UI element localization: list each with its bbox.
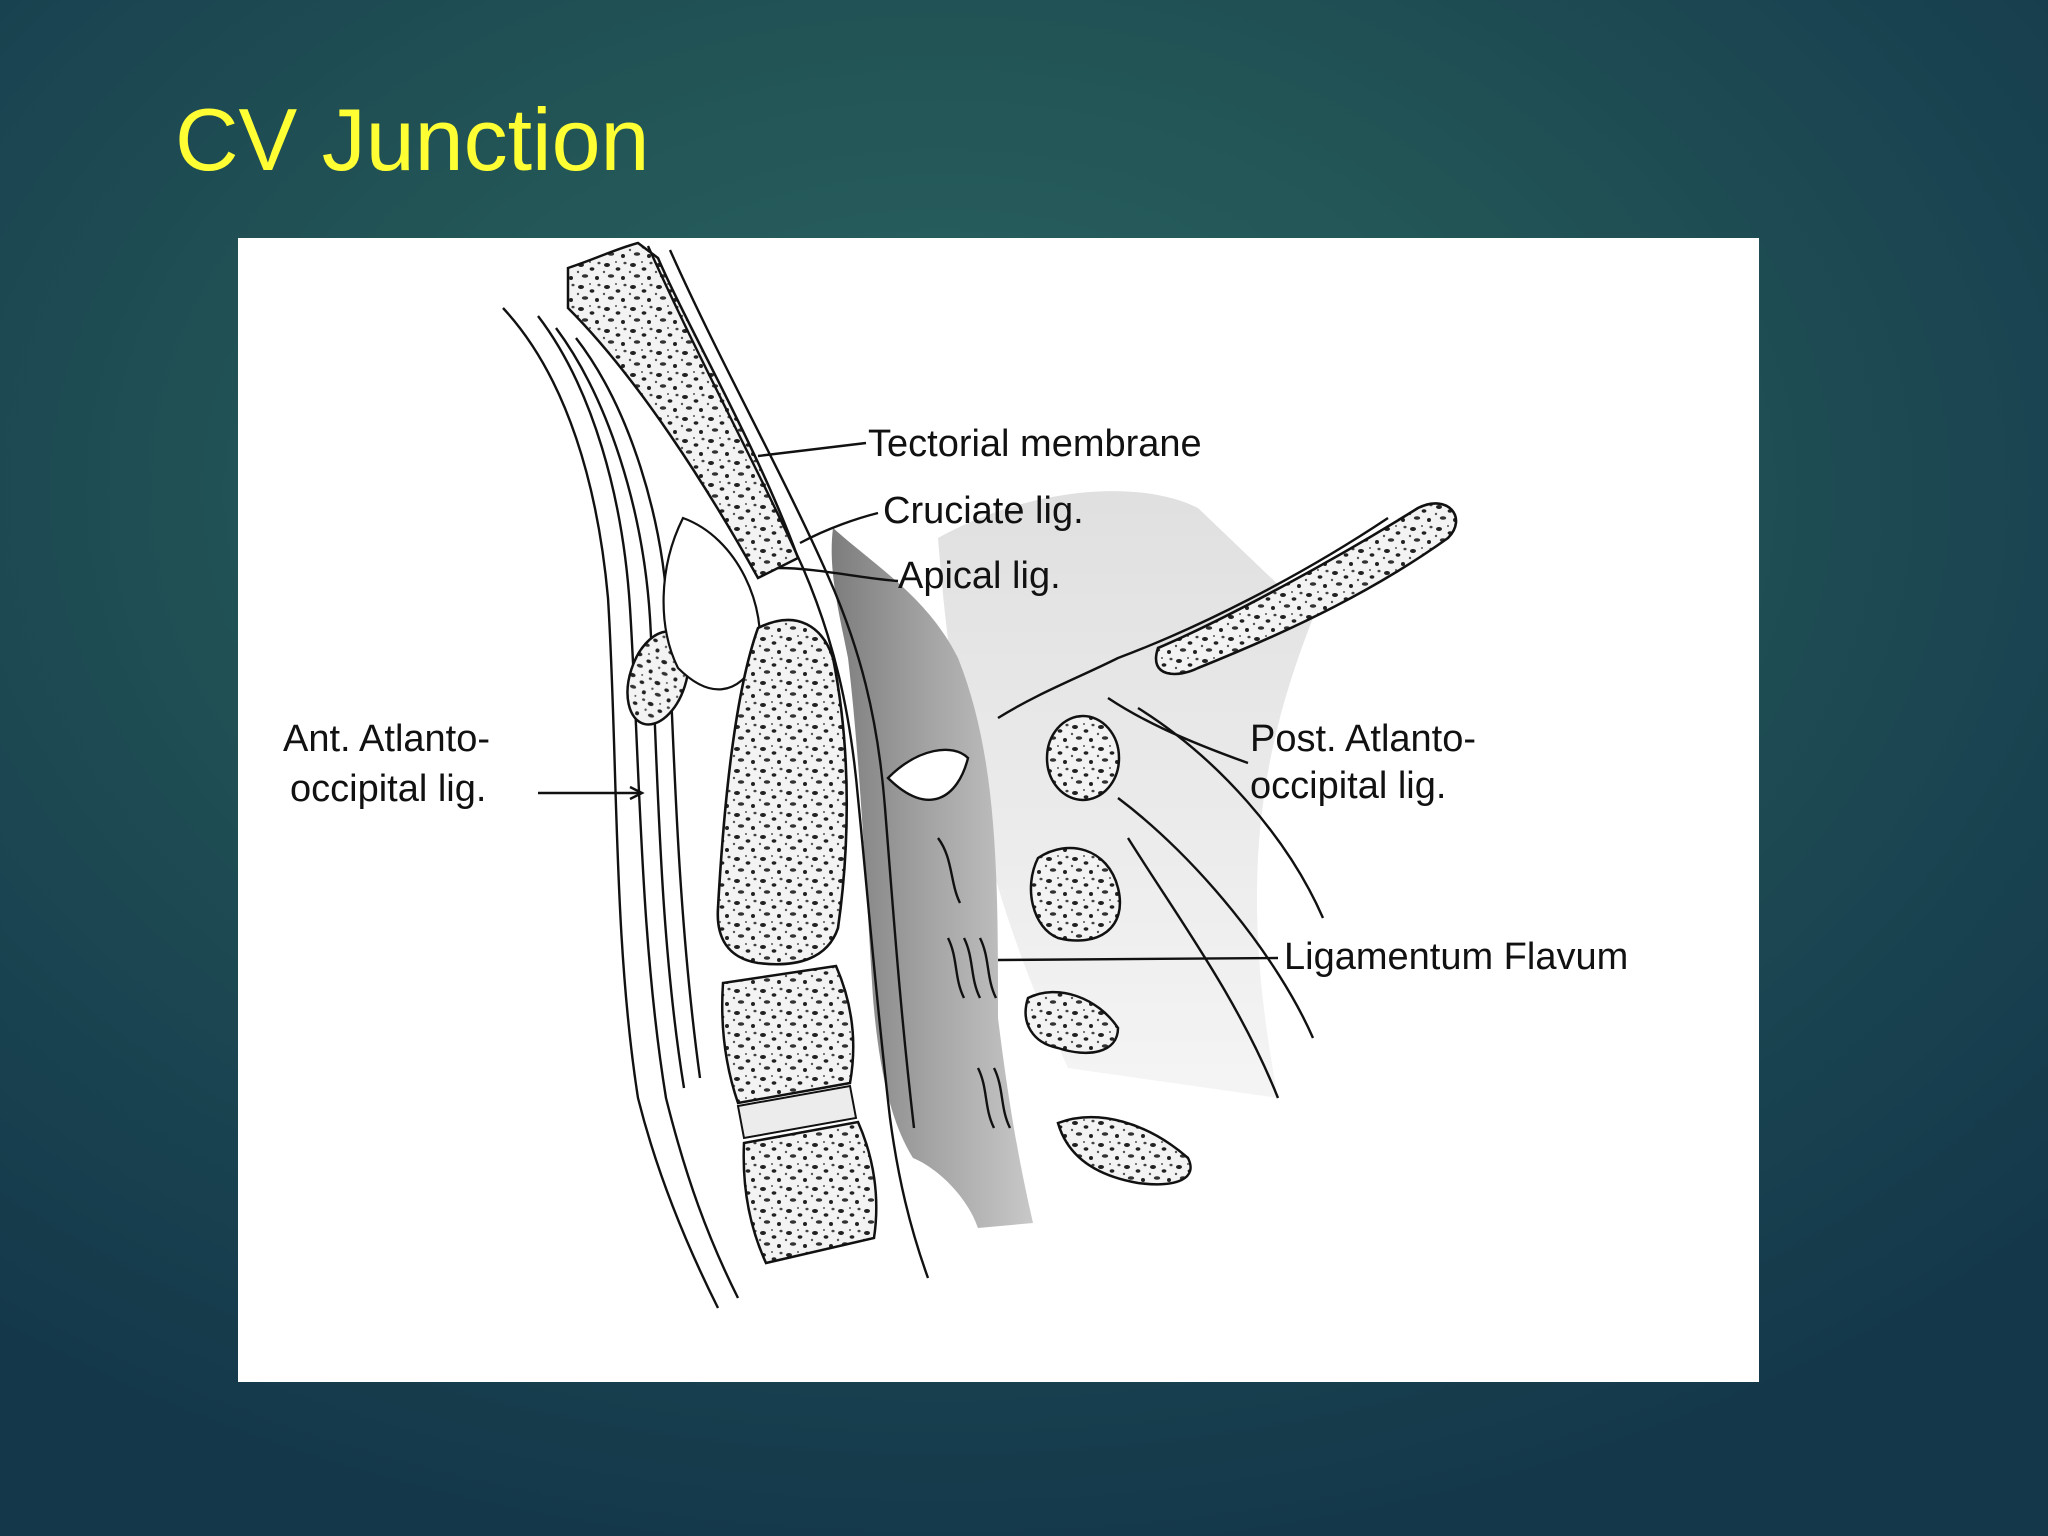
leader-apical xyxy=(777,566,899,583)
label-ant-atlanto-2: occipital lig. xyxy=(290,768,486,810)
leader-ligamentum-flavum xyxy=(997,956,1279,962)
ligamentum-flavum-fibers xyxy=(937,837,1012,1129)
cv-junction-illustration: Tectorial membrane Cruciate lig. Apical … xyxy=(283,241,1628,1309)
label-tectorial-membrane: Tectorial membrane xyxy=(868,423,1202,465)
c3-spinous-process xyxy=(1024,990,1120,1055)
c3-vertebral-body xyxy=(720,964,855,1105)
label-post-atlanto-1: Post. Atlanto- xyxy=(1250,718,1476,760)
c4-vertebral-body xyxy=(742,1120,878,1265)
label-post-atlanto-2: occipital lig. xyxy=(1250,765,1446,807)
slide-title: CV Junction xyxy=(175,90,650,189)
label-ligamentum-flavum: Ligamentum Flavum xyxy=(1284,936,1628,978)
label-apical-lig: Apical lig. xyxy=(898,555,1061,597)
anatomy-figure: Tectorial membrane Cruciate lig. Apical … xyxy=(238,238,1759,1382)
label-cruciate-lig: Cruciate lig. xyxy=(883,490,1084,532)
dens-axis xyxy=(716,618,849,966)
atlas-posterior-arch xyxy=(1045,714,1121,802)
tectorial-membrane-band xyxy=(646,245,930,1279)
clivus-bone xyxy=(566,241,800,580)
leader-post-atlanto xyxy=(1107,697,1249,765)
leader-tectorial xyxy=(757,441,867,458)
c2-spinous-process xyxy=(1029,846,1122,942)
occipital-squama xyxy=(1154,502,1458,676)
anterior-ligament-band xyxy=(502,307,720,1309)
c4-spinous-process xyxy=(1056,1116,1192,1186)
label-ant-atlanto-1: Ant. Atlanto- xyxy=(283,718,490,760)
leader-cruciate xyxy=(799,511,879,545)
